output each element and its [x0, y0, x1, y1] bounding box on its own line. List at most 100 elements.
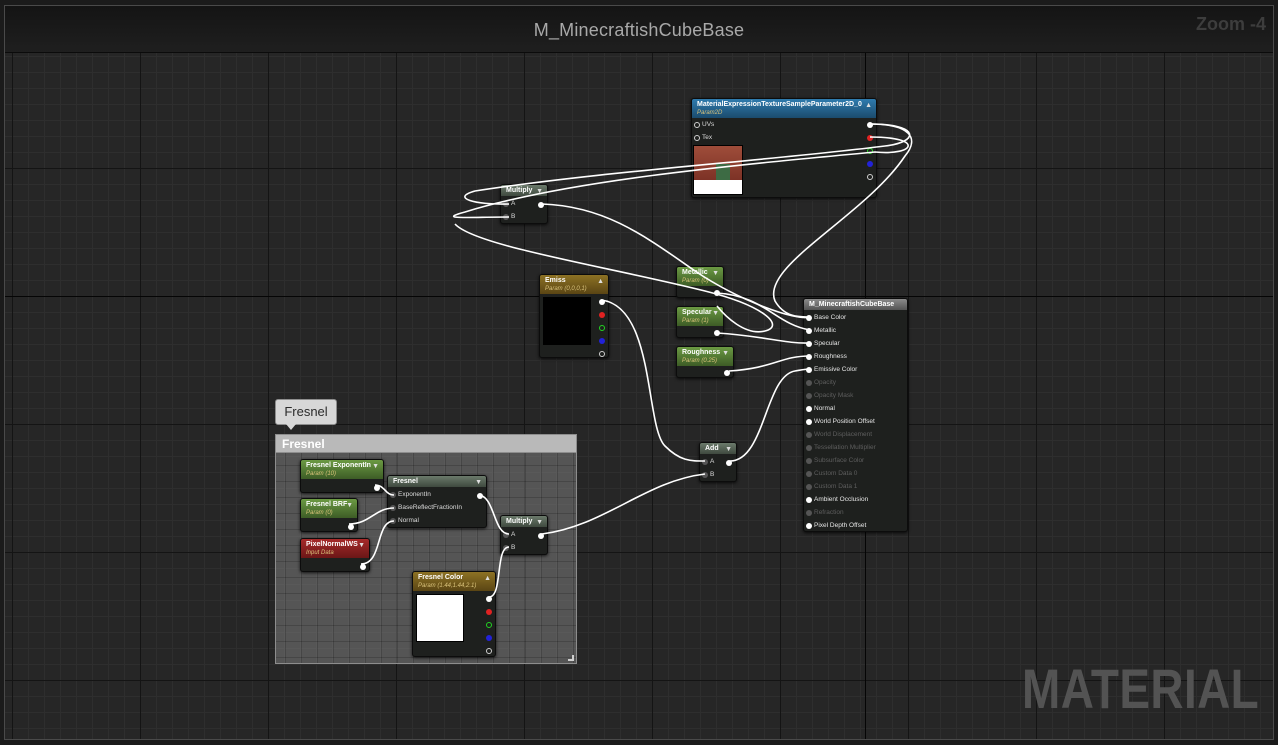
material-input-custom-data-0[interactable]: Custom Data 0	[804, 469, 857, 479]
node-header[interactable]: Specular Param (1) ▼	[677, 307, 723, 326]
pin-icon[interactable]	[390, 505, 396, 511]
node-header[interactable]: Add ▼	[700, 443, 736, 454]
output-pin-b[interactable]	[486, 635, 492, 641]
input-pin-b[interactable]: B	[501, 543, 515, 553]
output-pin[interactable]	[360, 564, 366, 570]
material-input-subsurface-color[interactable]: Subsurface Color	[804, 456, 864, 466]
pin-icon[interactable]	[702, 459, 708, 465]
output-pin-a[interactable]	[867, 174, 873, 180]
output-pin-rgb[interactable]	[599, 299, 605, 305]
collapse-arrow-icon[interactable]: ▼	[712, 270, 719, 277]
node-header[interactable]: Fresnel BRF Param (0) ▼	[301, 499, 357, 518]
pixel-normal-ws-node[interactable]: PixelNormalWS Input Data ▼	[300, 538, 370, 572]
input-pin-b[interactable]: B	[700, 470, 714, 480]
output-pin-r[interactable]	[599, 312, 605, 318]
pin-icon[interactable]	[806, 497, 812, 503]
material-input-tessellation-multiplier[interactable]: Tessellation Multiplier	[804, 443, 876, 453]
emiss-param-node[interactable]: Emiss Param (0,0,0,1) ▲	[539, 274, 609, 358]
output-pin-a[interactable]	[486, 648, 492, 654]
collapse-arrow-icon[interactable]: ▼	[536, 188, 543, 195]
pin-icon[interactable]	[503, 201, 509, 207]
collapse-arrow-icon[interactable]: ▼	[372, 463, 379, 470]
output-pin-rgb[interactable]	[486, 596, 492, 602]
material-input-pixel-depth-offset[interactable]: Pixel Depth Offset	[804, 521, 866, 531]
collapse-arrow-icon[interactable]: ▼	[358, 542, 365, 549]
output-pin-g[interactable]	[486, 622, 492, 628]
collapse-arrow-icon[interactable]: ▼	[346, 502, 353, 509]
pin-icon[interactable]	[503, 545, 509, 551]
pin-icon[interactable]	[806, 523, 812, 529]
input-pin-exponentin[interactable]: ExponentIn	[388, 490, 431, 500]
fresnel-exponent-param-node[interactable]: Fresnel ExponentIn Param (10) ▼	[300, 459, 384, 493]
output-pin-b[interactable]	[867, 161, 873, 167]
comment-header[interactable]: Fresnel	[276, 435, 576, 453]
pin-icon[interactable]	[390, 518, 396, 524]
input-pin-tex[interactable]: Tex	[692, 133, 712, 143]
collapse-arrow-icon[interactable]: ▲	[865, 102, 872, 109]
multiply-node-fresnel[interactable]: Multiply ▼ A B	[500, 515, 548, 555]
output-pin[interactable]	[348, 524, 354, 530]
node-header[interactable]: Metallic Param (0) ▼	[677, 267, 723, 286]
pin-icon[interactable]	[806, 393, 812, 399]
multiply-node-top[interactable]: Multiply ▼ A B	[500, 184, 548, 224]
pin-icon[interactable]	[806, 445, 812, 451]
pin-icon[interactable]	[503, 532, 509, 538]
collapse-arrow-icon[interactable]: ▼	[536, 519, 543, 526]
pin-icon[interactable]	[390, 492, 396, 498]
output-pin-rgb[interactable]	[867, 122, 873, 128]
input-pin-a[interactable]: A	[501, 530, 515, 540]
input-pin-basereflectfractionin[interactable]: BaseReflectFractionIn	[388, 503, 462, 513]
material-input-specular[interactable]: Specular	[804, 339, 840, 349]
output-pin[interactable]	[714, 290, 720, 296]
material-input-base-color[interactable]: Base Color	[804, 313, 846, 323]
add-node[interactable]: Add ▼ A B	[699, 442, 737, 482]
material-input-custom-data-1[interactable]: Custom Data 1	[804, 482, 857, 492]
material-input-emissive-color[interactable]: Emissive Color	[804, 365, 857, 375]
specular-param-node[interactable]: Specular Param (1) ▼	[676, 306, 724, 338]
fresnel-color-param-node[interactable]: Fresnel Color Param (1.44,1.44,2.1) ▲	[412, 571, 496, 657]
input-pin-b[interactable]: B	[501, 212, 515, 222]
node-header[interactable]: Fresnel ExponentIn Param (10) ▼	[301, 460, 383, 479]
output-pin[interactable]	[714, 330, 720, 336]
output-pin-a[interactable]	[599, 351, 605, 357]
collapse-arrow-icon[interactable]: ▼	[725, 446, 732, 453]
pin-icon[interactable]	[806, 432, 812, 438]
material-input-world-position-offset[interactable]: World Position Offset	[804, 417, 875, 427]
graph-editor-canvas[interactable]: M_MinecraftishCubeBase Zoom -4 MATERIAL …	[4, 5, 1274, 740]
node-header[interactable]: Roughness Param (0.25) ▼	[677, 347, 733, 366]
node-header[interactable]: Fresnel ▼	[388, 476, 486, 487]
node-header[interactable]: PixelNormalWS Input Data ▼	[301, 539, 369, 558]
material-input-opacity[interactable]: Opacity	[804, 378, 836, 388]
pin-icon[interactable]	[694, 135, 700, 141]
pin-icon[interactable]	[806, 419, 812, 425]
collapse-arrow-icon[interactable]: ▼	[475, 479, 482, 486]
comment-bubble[interactable]: Fresnel	[275, 399, 337, 430]
pin-icon[interactable]	[806, 406, 812, 412]
output-pin-r[interactable]	[486, 609, 492, 615]
pin-icon[interactable]	[694, 122, 700, 128]
material-input-ambient-occlusion[interactable]: Ambient Occlusion	[804, 495, 868, 505]
pin-icon[interactable]	[806, 354, 812, 360]
fresnel-brf-param-node[interactable]: Fresnel BRF Param (0) ▼	[300, 498, 358, 532]
input-pin-normal[interactable]: Normal	[388, 516, 419, 526]
node-header[interactable]: Emiss Param (0,0,0,1) ▲	[540, 275, 608, 294]
output-pin[interactable]	[724, 370, 730, 376]
collapse-arrow-icon[interactable]: ▲	[484, 575, 491, 582]
pin-icon[interactable]	[806, 458, 812, 464]
node-header[interactable]: MaterialExpressionTextureSampleParameter…	[692, 99, 876, 118]
output-pin-r[interactable]	[867, 135, 873, 141]
roughness-param-node[interactable]: Roughness Param (0.25) ▼	[676, 346, 734, 378]
output-pin[interactable]	[538, 533, 544, 539]
comment-resize-handle[interactable]	[568, 655, 574, 661]
pin-icon[interactable]	[806, 510, 812, 516]
material-input-metallic[interactable]: Metallic	[804, 326, 836, 336]
collapse-arrow-icon[interactable]: ▼	[722, 350, 729, 357]
material-input-roughness[interactable]: Roughness	[804, 352, 847, 362]
material-input-refraction[interactable]: Refraction	[804, 508, 844, 518]
output-pin[interactable]	[538, 202, 544, 208]
pin-icon[interactable]	[806, 484, 812, 490]
pin-icon[interactable]	[806, 328, 812, 334]
pin-icon[interactable]	[806, 380, 812, 386]
pin-icon[interactable]	[806, 367, 812, 373]
